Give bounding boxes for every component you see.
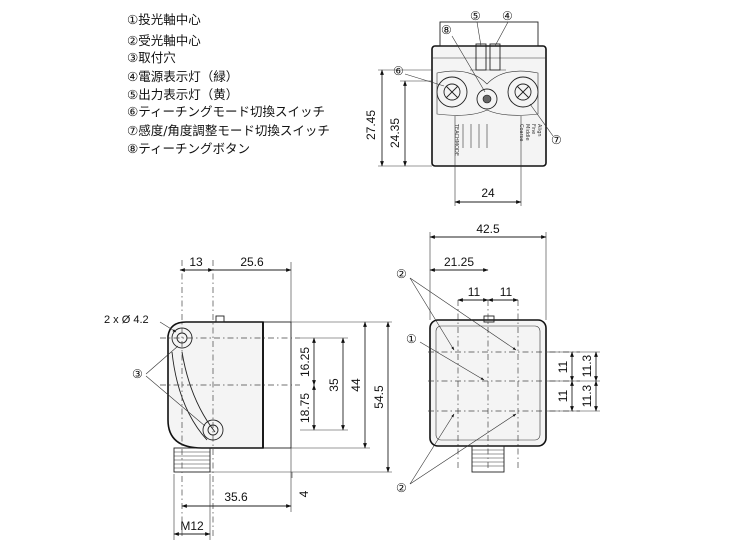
panel-label-align: Align [536,124,542,137]
legend-item-8: ⑧ティーチングボタン [127,141,250,156]
callout-3: ③ [132,367,143,381]
dim-side-4: 4 [297,490,311,497]
top-view-cap [439,21,539,47]
legend-item-7: ⑦感度/角度調整モード切換スイッチ [127,123,330,138]
legend-item-2: ②受光軸中心 [127,33,201,48]
legend-item-1: ①投光軸中心 [127,12,201,27]
panel-label-fine: Fine [530,124,536,134]
dim-side-16-25: 16.25 [298,347,312,377]
dim-side-54-5: 54.5 [372,385,386,409]
dim-side-13: 13 [189,255,203,269]
legend: ①投光軸中心 ②受光軸中心 ③取付穴 ④電源表示灯（緑） ⑤出力表示灯（黄） ⑥… [127,12,330,156]
legend-item-4: ④電源表示灯（緑） [127,69,238,84]
panel-label-middle: Middle [524,124,530,141]
dim-front-11-left: 11 [468,285,481,299]
legend-item-5: ⑤出力表示灯（黄） [127,87,238,102]
legend-item-3: ③取付穴 [127,50,176,65]
panel-label-teach: TEACHMODE [453,123,459,156]
top-view: TEACHMODE Coarse Middle Fine Align ⑧ ⑤ ④… [364,9,562,206]
dim-side-18-75: 18.75 [298,393,312,423]
dim-top-width: 24 [481,186,495,200]
dim-front-11-upper: 11 [556,360,570,373]
teach-button [476,88,498,110]
dim-front-21-25: 21.25 [444,255,474,269]
callout-1: ① [406,332,417,346]
dim-front-11-lower: 11 [556,389,570,402]
callout-7: ⑦ [551,133,562,147]
thread-label: M12 [180,519,204,533]
legend-item-6: ⑥ティーチングモード切換スイッチ [127,104,325,119]
dim-side-44: 44 [349,378,363,392]
dim-front-11-right: 11 [500,285,513,299]
callout-2-top: ② [396,267,407,281]
hole-label: 2 x Ø 4.2 [104,314,149,326]
callout-8: ⑧ [441,23,452,37]
dim-top-height-inner: 24.35 [388,118,402,148]
dim-side-35: 35 [327,378,341,392]
dim-side-25-6: 25.6 [240,255,264,269]
side-view: 13 25.6 2 x Ø 4.2 ③ 16.25 18.75 35 44 54… [104,255,392,540]
callout-2-bottom: ② [396,481,407,495]
dim-top-height-total: 27.45 [364,110,378,140]
callout-6: ⑥ [393,64,404,78]
callout-4: ④ [502,9,513,23]
front-view: 42.5 21.25 11 11 ② ① ② 11 11 11.3 11.3 [396,222,600,495]
front-connector [471,445,505,473]
dim-side-35-6: 35.6 [224,490,248,504]
callout-5: ⑤ [470,9,481,23]
dim-front-11-3-top: 11.3 [580,354,594,377]
dim-front-11-3-bottom: 11.3 [580,384,594,407]
dim-front-42-5: 42.5 [476,222,500,236]
